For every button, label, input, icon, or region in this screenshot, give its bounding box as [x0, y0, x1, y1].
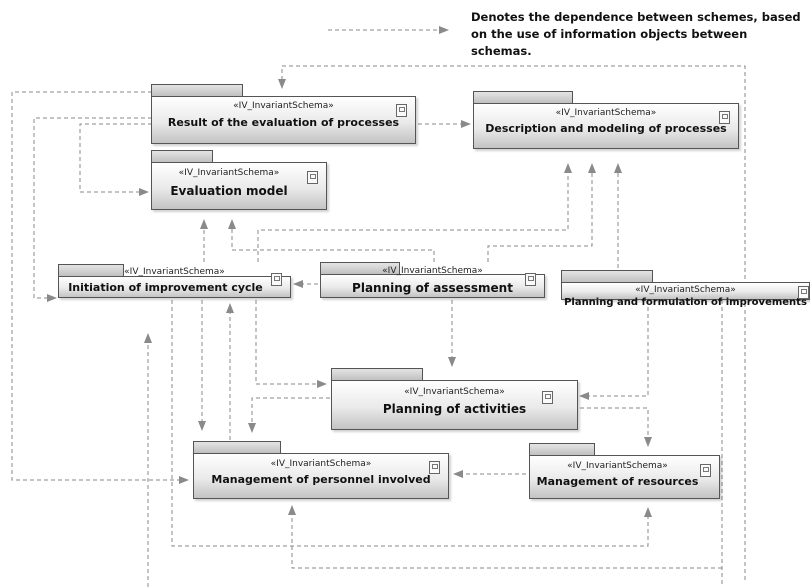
dependency-loop-to-personnel: [288, 505, 722, 569]
package-schema-icon: [396, 104, 407, 117]
package-schema-icon: [700, 464, 711, 477]
package-name: Management of resources: [536, 475, 699, 488]
package-schema-icon: [307, 171, 318, 184]
dependency-result-to-personnel: [11, 91, 189, 484]
legend-line-1: Denotes the dependence between schemes, …: [471, 10, 801, 24]
package-name: Planning of assessment: [352, 281, 513, 295]
package-name: Evaluation model: [170, 184, 288, 198]
dependency-assessment-to-evaluation-model: [228, 219, 435, 262]
stereotype-label: «IV_InvariantSchema»: [233, 101, 334, 111]
dependency-improvements-to-activities: [579, 300, 649, 400]
stereotype-label: «IV_InvariantSchema»: [270, 459, 372, 469]
package-schema-icon: [271, 273, 282, 286]
package-planning-activities[interactable]: «IV_InvariantSchema» Planning of activit…: [331, 368, 578, 430]
package-planning-assessment[interactable]: «IV_InvariantSchema» Planning of assessm…: [320, 262, 545, 298]
stereotype-label: «IV_InvariantSchema»: [635, 285, 736, 295]
package-name: Description and modeling of processes: [485, 122, 727, 135]
stereotype-label: «IV_InvariantSchema»: [382, 266, 483, 276]
package-planning-improvements[interactable]: «IV_InvariantSchema» Planning and formul…: [561, 270, 810, 308]
package-schema-icon: [429, 461, 440, 474]
dependency-initiation-to-activities: [255, 300, 327, 388]
package-initiation-cycle[interactable]: «IV_InvariantSchema» Initiation of impro…: [58, 264, 291, 298]
dependency-result-to-evaluation-model: [79, 123, 152, 196]
package-management-personnel[interactable]: «IV_InvariantSchema» Management of perso…: [193, 441, 449, 499]
package-name: Planning and formulation of improvements: [564, 297, 807, 308]
package-evaluation-model[interactable]: «IV_InvariantSchema» Evaluation model: [151, 150, 327, 210]
package-name: Planning of activities: [382, 402, 527, 416]
package-schema-icon: [719, 111, 730, 124]
stereotype-label: «IV_InvariantSchema»: [124, 267, 225, 277]
legend-text: Denotes the dependence between schemes, …: [471, 9, 810, 60]
package-schema-icon: [542, 391, 553, 404]
package-name: Initiation of improvement cycle: [68, 281, 263, 294]
dependency-initiation-personnel-resources-loop: [171, 300, 652, 547]
stereotype-label: «IV_InvariantSchema»: [555, 108, 657, 118]
stereotype-label: «IV_InvariantSchema»: [567, 461, 668, 471]
package-schema-icon: [525, 273, 536, 286]
package-name: Management of personnel involved: [211, 473, 431, 486]
legend-line-2: on the use of information objects betwee…: [471, 27, 748, 58]
dependency-activities-to-personnel: [248, 397, 330, 433]
dependency-activities-to-resources: [580, 407, 652, 447]
package-description-modeling[interactable]: «IV_InvariantSchema» Description and mod…: [473, 91, 739, 149]
dependency-assessment-to-description: [487, 163, 596, 262]
dependency-result-to-initiation: [33, 117, 152, 302]
dependency-outer-loop-to-result: [278, 65, 746, 580]
package-name: Result of the evaluation of processes: [167, 116, 400, 129]
package-management-resources[interactable]: «IV_InvariantSchema» Management of resou…: [529, 443, 720, 499]
package-schema-icon: [798, 286, 809, 299]
dependency-initiation-to-description: [257, 163, 572, 262]
package-result-evaluation[interactable]: «IV_InvariantSchema» Result of the evalu…: [151, 84, 416, 144]
stereotype-label: «IV_InvariantSchema»: [404, 387, 505, 397]
stereotype-label: «IV_InvariantSchema»: [178, 168, 280, 178]
